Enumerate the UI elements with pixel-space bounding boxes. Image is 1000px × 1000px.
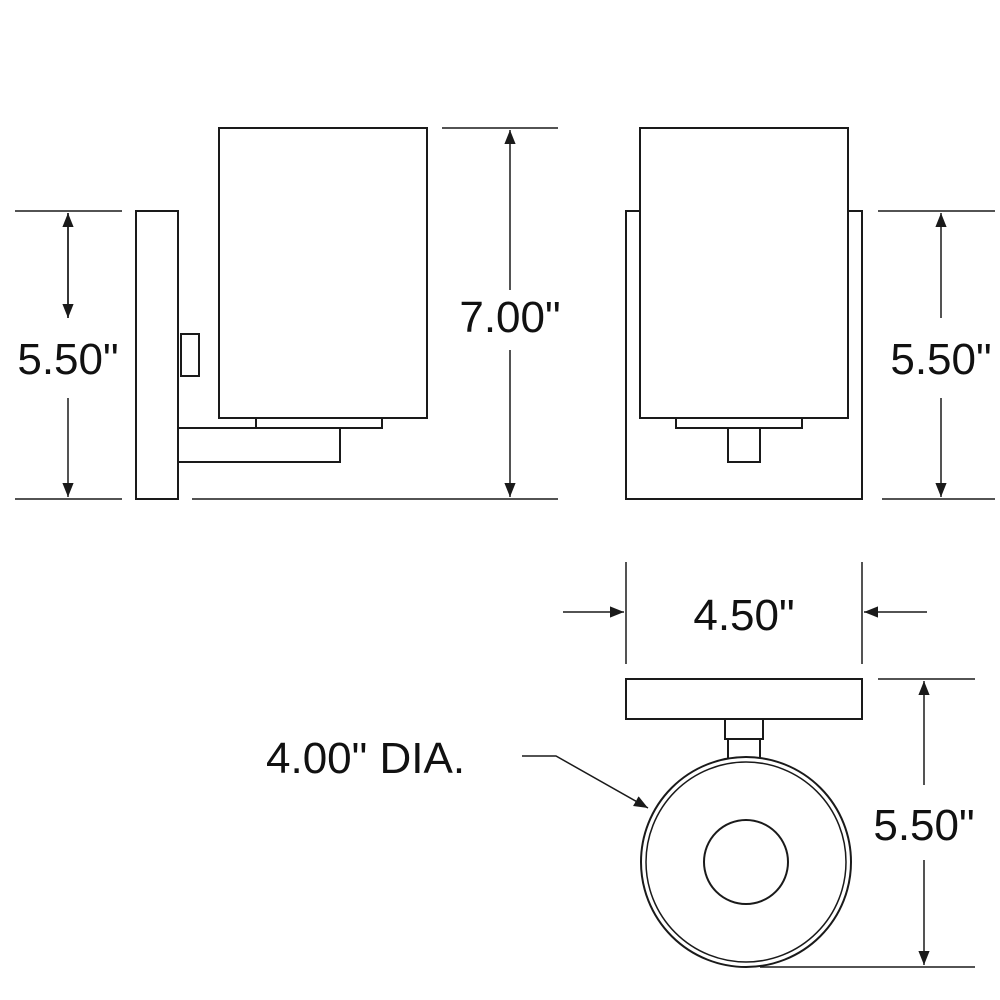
dim-backplate-width: 4.50"	[563, 562, 927, 664]
front-shade	[639, 127, 849, 419]
front-shade-holder	[675, 417, 803, 429]
dim-shade-diameter: 4.00" DIA.	[266, 734, 649, 809]
side-shade-holder	[255, 417, 383, 429]
dim-label-extension: 5.50"	[873, 801, 974, 850]
dim-label-side-wall-height: 5.50"	[17, 335, 118, 384]
dim-label-backplate-width: 4.50"	[693, 591, 794, 640]
dim-front-wall-height: 5.50"	[878, 210, 995, 500]
dim-label-shade-diameter: 4.00" DIA.	[266, 734, 465, 783]
top-shade-outer	[640, 756, 852, 968]
dim-label-overall-height: 7.00"	[459, 293, 560, 342]
side-view	[135, 127, 428, 500]
top-arm-upper	[724, 718, 764, 740]
side-backplate	[135, 210, 179, 500]
top-backplate	[625, 678, 863, 720]
top-shade-rim	[645, 761, 847, 963]
side-arm	[177, 427, 341, 463]
side-shade	[218, 127, 428, 419]
dim-label-front-wall-height: 5.50"	[890, 335, 991, 384]
front-view	[625, 127, 863, 500]
side-mount-knob	[180, 333, 200, 377]
top-shade-opening	[703, 819, 789, 905]
diameter-leader-line	[522, 755, 649, 809]
front-arm-stub	[727, 427, 761, 463]
dim-overall-height: 7.00"	[192, 127, 561, 500]
dim-side-wall-height: 5.50"	[15, 210, 122, 500]
top-view	[625, 678, 863, 968]
dim-extension: 5.50"	[760, 678, 975, 968]
